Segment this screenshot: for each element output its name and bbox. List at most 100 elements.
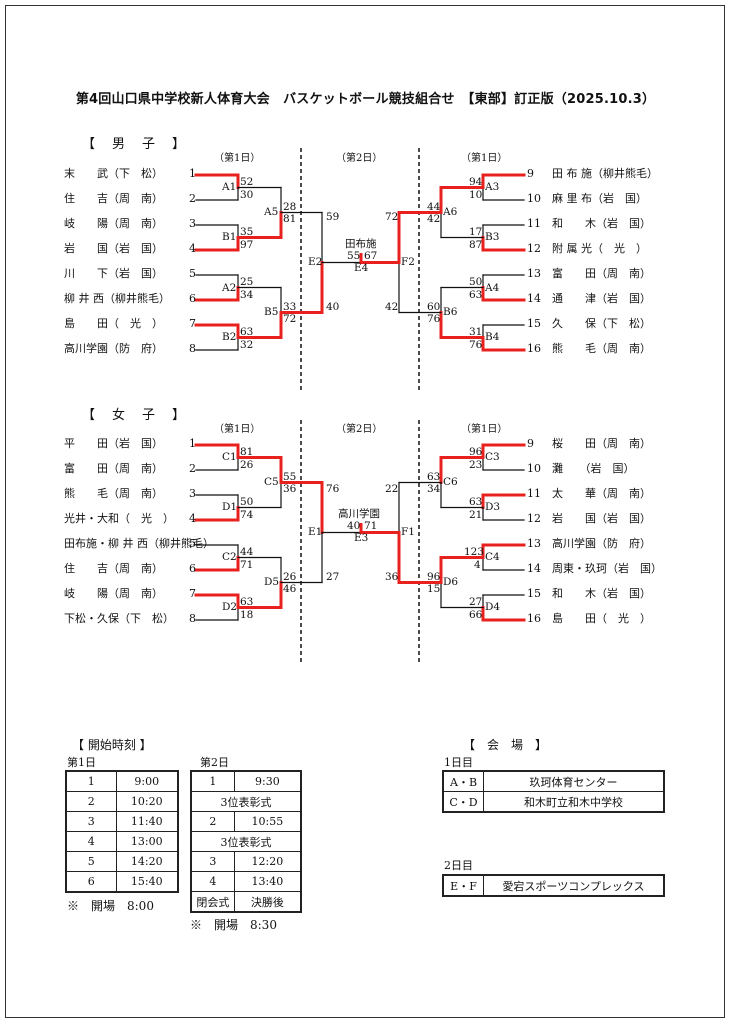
score-E4-right: 67 (364, 250, 378, 262)
score-B3-top: 17 (469, 226, 483, 238)
score-C3-bottom: 23 (469, 459, 483, 471)
score-D1-bottom: 74 (240, 509, 254, 521)
boys-right-team-1: 田 布 施（柳井熊毛） (552, 167, 658, 180)
score-C5-top: 55 (283, 471, 297, 483)
boys-day2: （第2日） (336, 153, 383, 164)
game-label-B6: B6 (443, 306, 458, 318)
score-F1-bottom: 36 (385, 571, 399, 583)
score-C2-top: 44 (240, 546, 254, 558)
girls-right-seed-1: 9 (527, 437, 534, 450)
score-B6-top: 60 (427, 301, 441, 313)
girls-right-team-8: 島 田（ 光 ） (552, 612, 651, 625)
score-B2-bottom: 32 (240, 339, 254, 351)
game-label-F2: F2 (401, 256, 415, 268)
girls-right-seed-8: 16 (527, 612, 541, 625)
page-title: 第4回山口県中学校新人体育大会 バスケットボール競技組合せ 【東部】訂正版（20… (75, 92, 656, 107)
game-label-C5: C5 (264, 476, 279, 488)
schedule-day2-label: 第2日 (200, 756, 229, 769)
venue1-cell: A・B (442, 770, 485, 792)
sched1-cell: 11:40 (115, 811, 179, 832)
girls-right-team-4: 岩 国（岩 国） (552, 512, 651, 525)
boys-left-team-4: 岩 国（岩 国） (64, 242, 163, 255)
boys-right-seed-3: 11 (527, 217, 541, 230)
score-B6-bottom: 76 (427, 313, 441, 325)
boys-left-seed-4: 4 (189, 242, 196, 255)
score-B4-bottom: 76 (469, 339, 483, 351)
game-label-F1: F1 (401, 526, 415, 538)
girls-right-team-5: 高川学園（防 府） (552, 537, 651, 550)
boys-left-seed-5: 5 (189, 267, 196, 280)
game-label-B2: B2 (222, 331, 237, 343)
score-E1-bottom: 27 (326, 571, 340, 583)
girls-right-team-7: 和 木（岩 国） (552, 587, 651, 600)
sched2-cell: 10:55 (233, 811, 302, 832)
score-D3-top: 63 (469, 496, 483, 508)
score-D2-top: 63 (240, 596, 254, 608)
girls-left-team-8: 下松・久保（下 松） (64, 612, 174, 625)
score-A4-bottom: 63 (469, 289, 483, 301)
score-E2-bottom: 40 (326, 301, 340, 313)
sched1-cell: 2 (65, 791, 117, 812)
boys-left-seed-7: 7 (189, 317, 196, 330)
girls-right-team-3: 太 華（周 南） (552, 487, 651, 500)
girls-left-team-7: 岐 陽（周 南） (64, 587, 163, 600)
score-E4-left: 55 (347, 250, 361, 262)
girls-right-team-1: 桜 田（周 南） (552, 437, 651, 450)
girls-left-seed-5: 5 (189, 537, 196, 550)
venue1-cell: 玖珂体育センター (483, 770, 665, 792)
score-F2-bottom: 42 (385, 301, 399, 313)
score-B1-bottom: 97 (240, 239, 254, 251)
girls-right-seed-5: 13 (527, 537, 541, 550)
game-label-C4: C4 (485, 551, 500, 563)
game-label-E3: E3 (354, 532, 369, 544)
score-C2-bottom: 71 (240, 559, 254, 571)
sched2-cell: 3 (190, 851, 235, 872)
sched1-cell: 4 (65, 831, 117, 852)
score-D5-top: 26 (283, 571, 297, 583)
page-frame (5, 5, 725, 1018)
sched2-cell: 4 (190, 871, 235, 892)
girls-right-seed-6: 14 (527, 562, 541, 575)
girls-day1-right: （第1日） (461, 424, 508, 435)
game-label-D5: D5 (264, 576, 280, 588)
girls-left-team-6: 住 吉（周 南） (64, 562, 163, 575)
venue1-cell: 和木町立和木中学校 (483, 791, 665, 813)
game-label-A1: A1 (222, 181, 237, 193)
sched2-cell: 決勝後 (233, 891, 302, 913)
boys-heading: 【 男 子 】 (82, 137, 188, 152)
boys-right-team-7: 久 保（下 松） (552, 317, 651, 330)
girls-left-team-4: 光井・大和（ 光 ） (64, 512, 174, 525)
game-label-D2: D2 (222, 601, 238, 613)
score-E1-top: 76 (326, 483, 340, 495)
score-C1-top: 81 (240, 446, 254, 458)
score-F2-top: 72 (385, 211, 399, 223)
boys-left-seed-1: 1 (189, 167, 196, 180)
game-label-C6: C6 (443, 476, 458, 488)
venue-day2-label: 2日目 (444, 859, 473, 872)
score-B5-bottom: 72 (283, 313, 297, 325)
girls-left-seed-3: 3 (189, 487, 196, 500)
boys-left-team-1: 末 武（下 松） (64, 167, 163, 180)
girls-left-seed-7: 7 (189, 587, 196, 600)
girls-day2: （第2日） (336, 424, 383, 435)
boys-right-team-6: 通 津（岩 国） (552, 292, 651, 305)
score-D4-bottom: 66 (469, 609, 483, 621)
boys-left-team-3: 岐 陽（周 南） (64, 217, 163, 230)
boys-right-team-5: 富 田（周 南） (552, 267, 651, 280)
score-C3-top: 96 (469, 446, 483, 458)
game-label-E2: E2 (308, 256, 323, 268)
venue1-cell: C・D (442, 791, 485, 813)
score-A2-bottom: 34 (240, 289, 254, 301)
sched2-row: 3位表彰式 (190, 831, 302, 852)
score-E3-left: 40 (347, 520, 361, 532)
girls-left-seed-1: 1 (189, 437, 196, 450)
schedule-heading: 【 開始時刻 】 (72, 738, 152, 752)
